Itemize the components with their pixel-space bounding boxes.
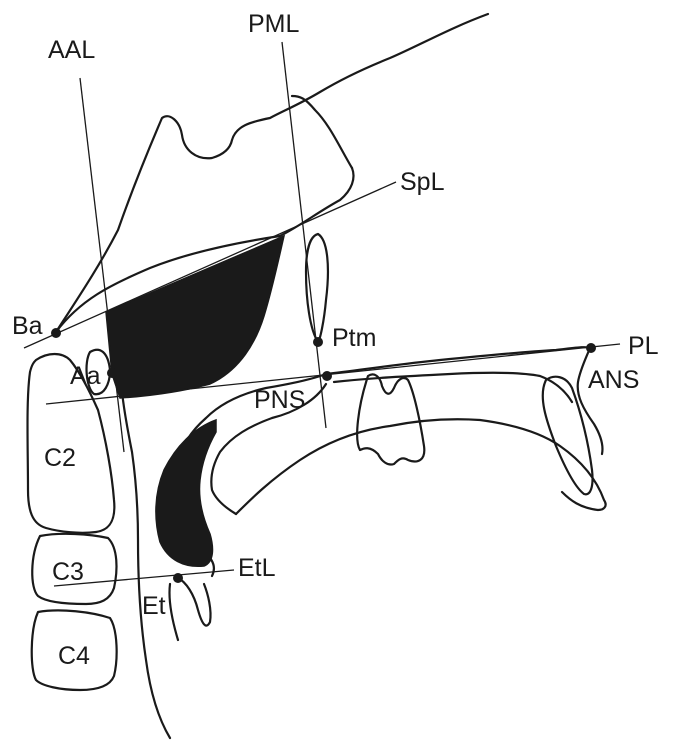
c3-label: C3 bbox=[52, 558, 84, 586]
aa-point bbox=[107, 368, 117, 378]
ba-label: Ba bbox=[12, 312, 43, 340]
et-label: Et bbox=[142, 592, 166, 620]
spl-label: SpL bbox=[400, 168, 445, 196]
sphenoid-lower-outline bbox=[292, 96, 352, 168]
pml-label: PML bbox=[248, 10, 300, 38]
molar-tooth bbox=[357, 374, 424, 464]
epiglottis bbox=[178, 578, 211, 626]
pl-label: PL bbox=[628, 332, 659, 360]
aa-label: Aa bbox=[70, 362, 101, 390]
c2-label: C2 bbox=[44, 444, 76, 472]
ba-point bbox=[51, 328, 61, 338]
c4-label: C4 bbox=[58, 642, 90, 670]
pterygoid-plate bbox=[306, 234, 328, 342]
ptm-label: Ptm bbox=[332, 324, 376, 352]
vallecula-outline bbox=[169, 584, 178, 640]
hard-palate-lower bbox=[334, 373, 572, 402]
oropharyngeal-airway-fill bbox=[156, 420, 216, 566]
ptm-point bbox=[313, 337, 323, 347]
maxilla-anterior bbox=[578, 348, 603, 454]
ans-label: ANS bbox=[588, 366, 639, 394]
pns-label: PNS bbox=[254, 386, 305, 414]
etl-label: EtL bbox=[238, 554, 276, 582]
adenoid-tissue bbox=[106, 236, 284, 398]
posterior-pharyngeal-wall bbox=[122, 392, 170, 738]
aal-label: AAL bbox=[48, 36, 95, 64]
pns-point bbox=[322, 371, 332, 381]
tongue-dorsum bbox=[236, 419, 606, 514]
ans-point bbox=[586, 343, 596, 353]
et-point bbox=[173, 573, 183, 583]
